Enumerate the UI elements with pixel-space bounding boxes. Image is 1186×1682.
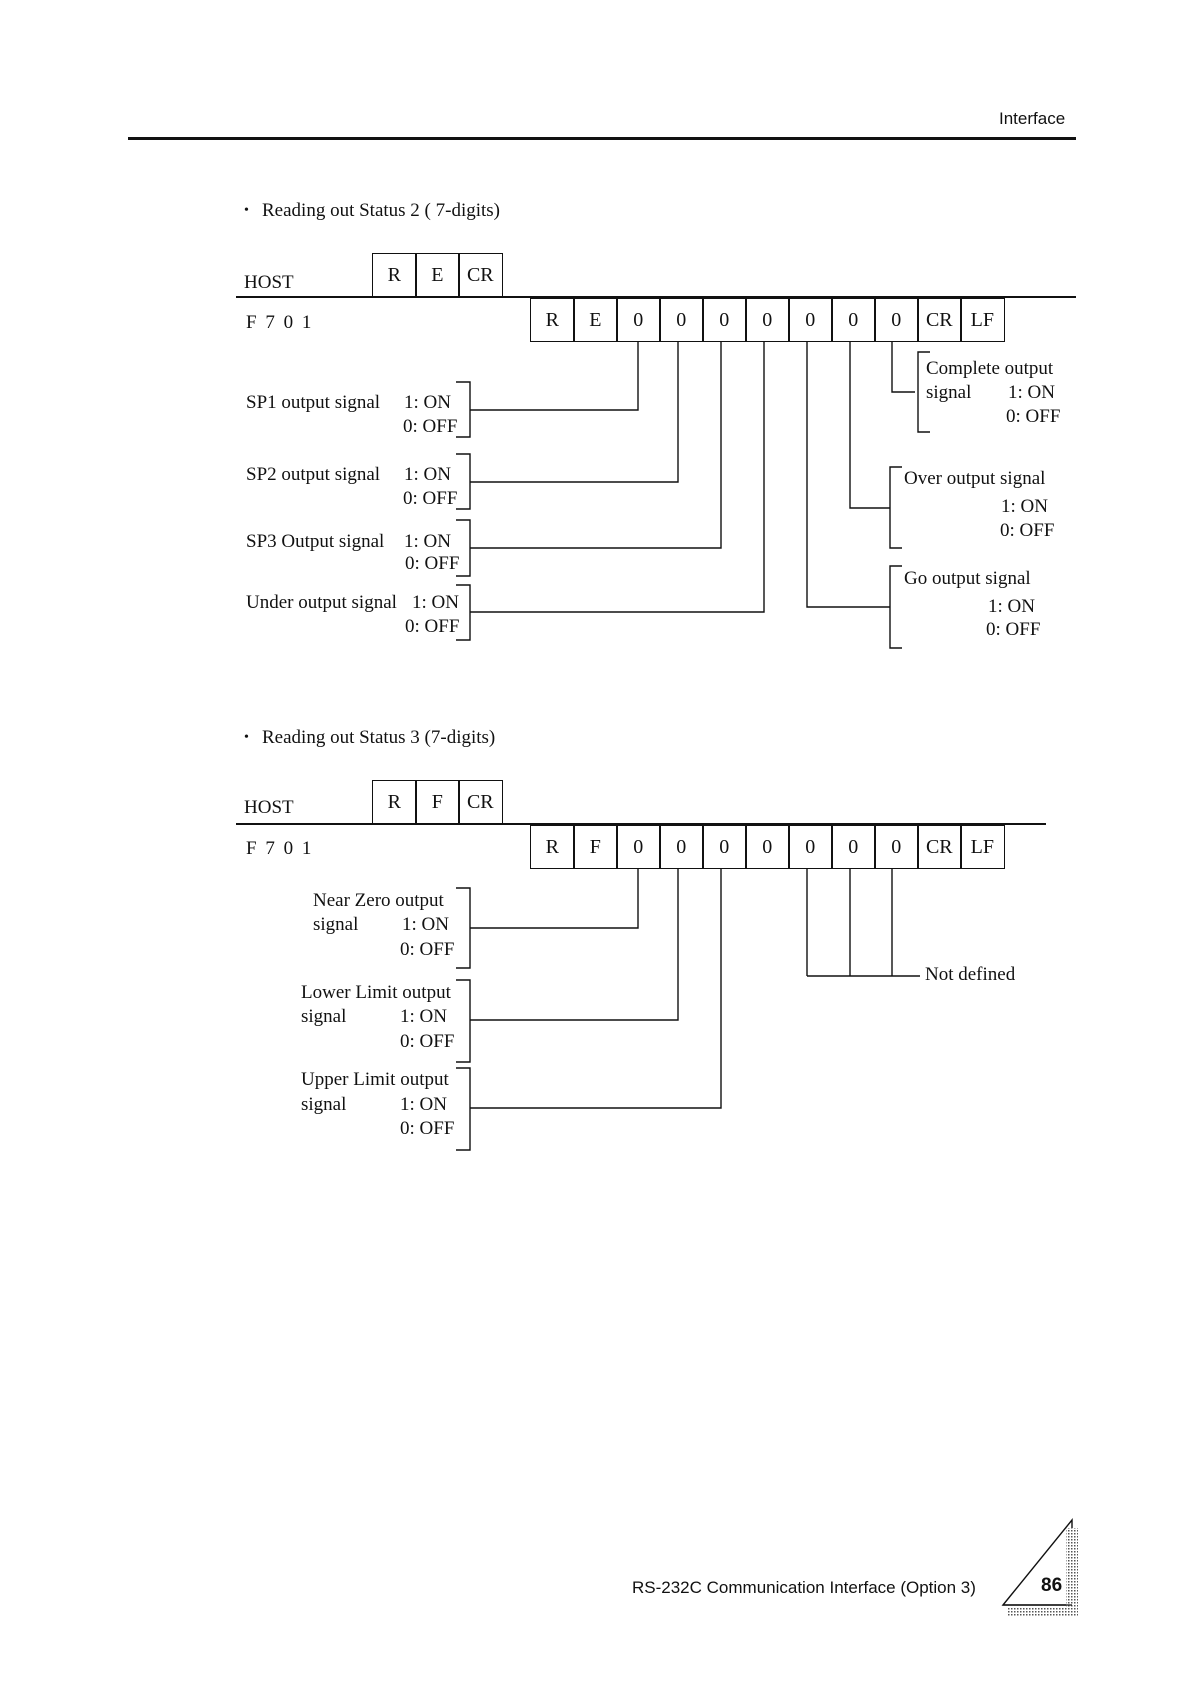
status2-response-cell: 0 bbox=[788, 298, 833, 342]
go-label: Go output signal bbox=[904, 568, 1031, 589]
upper-limit-label-line2: signal bbox=[301, 1094, 347, 1115]
status3-host-line bbox=[236, 823, 1046, 825]
status3-response-cell: 0 bbox=[874, 825, 919, 869]
status3-host-label: HOST bbox=[244, 797, 294, 818]
status2-heading: Reading out Status 2 ( 7-digits) bbox=[262, 200, 501, 221]
over-on: 1: ON bbox=[1001, 496, 1048, 517]
sp1-on: 1: ON bbox=[404, 392, 451, 413]
go-on: 1: ON bbox=[988, 596, 1035, 617]
status3-response-cell: 0 bbox=[831, 825, 876, 869]
status2-response-cell: 0 bbox=[659, 298, 704, 342]
status3-host-cell: F bbox=[415, 780, 460, 824]
sp1-off: 0: OFF bbox=[403, 416, 458, 437]
complete-on: 1: ON bbox=[1008, 382, 1055, 403]
complete-label-line1: Complete output bbox=[926, 358, 1054, 379]
status3-host-cell: CR bbox=[458, 780, 503, 824]
status2-response-cell: CR bbox=[917, 298, 962, 342]
status3-response-cell: CR bbox=[917, 825, 962, 869]
bullet: • bbox=[244, 203, 249, 218]
near-zero-on: 1: ON bbox=[402, 914, 449, 935]
status2-host-cell: CR bbox=[458, 253, 503, 297]
lower-limit-on: 1: ON bbox=[400, 1006, 447, 1027]
upper-limit-off: 0: OFF bbox=[400, 1118, 455, 1139]
footer-text: RS-232C Communication Interface (Option … bbox=[632, 1578, 976, 1597]
status2-host-cell: E bbox=[415, 253, 460, 297]
under-label: Under output signal bbox=[246, 592, 397, 613]
status2-response-cell: R bbox=[530, 298, 575, 342]
near-zero-off: 0: OFF bbox=[400, 939, 455, 960]
status3-response-cell: 0 bbox=[745, 825, 790, 869]
status2-response-cell: 0 bbox=[831, 298, 876, 342]
status3-device-label: F 7 0 1 bbox=[246, 838, 314, 859]
status3-response-cell: 0 bbox=[788, 825, 833, 869]
status2-response-cell: 0 bbox=[745, 298, 790, 342]
status2-response-cell: 0 bbox=[874, 298, 919, 342]
status2-host-line bbox=[236, 296, 1076, 298]
sp2-off: 0: OFF bbox=[403, 488, 458, 509]
status3-heading: Reading out Status 3 (7-digits) bbox=[262, 727, 496, 748]
over-label: Over output signal bbox=[904, 468, 1046, 489]
status2-host-label: HOST bbox=[244, 272, 294, 293]
sp3-on: 1: ON bbox=[404, 531, 451, 552]
upper-limit-label-line1: Upper Limit output bbox=[301, 1069, 449, 1090]
status3-response-cell: 0 bbox=[659, 825, 704, 869]
complete-off: 0: OFF bbox=[1006, 406, 1061, 427]
status3-response-cell: 0 bbox=[702, 825, 747, 869]
bullet: • bbox=[244, 730, 249, 745]
sp3-label: SP3 Output signal bbox=[246, 531, 385, 552]
status3-response-cell: F bbox=[573, 825, 618, 869]
status2-host-cell: R bbox=[372, 253, 417, 297]
over-off: 0: OFF bbox=[1000, 520, 1055, 541]
sp1-label: SP1 output signal bbox=[246, 392, 381, 413]
sp2-label: SP2 output signal bbox=[246, 464, 381, 485]
complete-label-line2: signal bbox=[926, 382, 972, 403]
near-zero-label-line2: signal bbox=[313, 914, 359, 935]
page-number: 86 bbox=[1041, 1575, 1063, 1596]
status3-host-cell: R bbox=[372, 780, 417, 824]
lower-limit-off: 0: OFF bbox=[400, 1031, 455, 1052]
under-on: 1: ON bbox=[412, 592, 459, 613]
go-off: 0: OFF bbox=[986, 619, 1041, 640]
section-header: Interface bbox=[999, 109, 1066, 128]
near-zero-label-line1: Near Zero output bbox=[313, 890, 444, 911]
sp3-off: 0: OFF bbox=[405, 553, 460, 574]
lower-limit-label-line1: Lower Limit output bbox=[301, 982, 451, 1003]
status2-response-cell: LF bbox=[960, 298, 1005, 342]
header-rule bbox=[128, 137, 1076, 140]
lower-limit-label-line2: signal bbox=[301, 1006, 347, 1027]
status2-device-label: F 7 0 1 bbox=[246, 312, 314, 333]
status2-response-cell: 0 bbox=[702, 298, 747, 342]
upper-limit-on: 1: ON bbox=[400, 1094, 447, 1115]
status2-response-cell: E bbox=[573, 298, 618, 342]
not-defined-label: Not defined bbox=[925, 964, 1016, 985]
status3-response-cell: LF bbox=[960, 825, 1005, 869]
sp2-on: 1: ON bbox=[404, 464, 451, 485]
status3-response-cell: R bbox=[530, 825, 575, 869]
under-off: 0: OFF bbox=[405, 616, 460, 637]
